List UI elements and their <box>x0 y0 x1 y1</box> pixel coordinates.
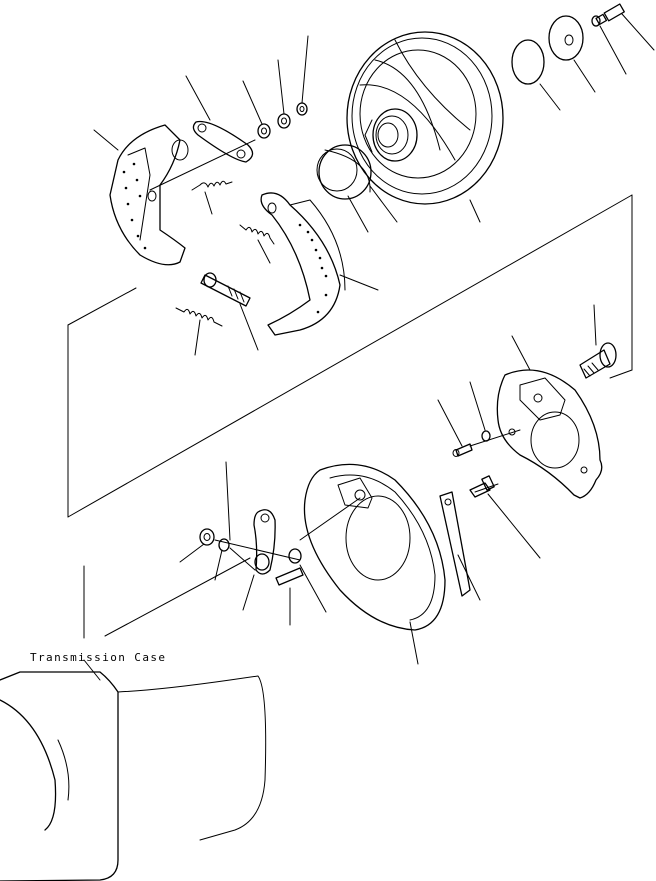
brake-cover-disc <box>303 463 446 631</box>
leader-lines <box>83 13 655 681</box>
transmission-case-label: Transmission Case <box>30 651 166 664</box>
lever-bolt <box>275 567 304 586</box>
transmission-case <box>0 671 267 881</box>
return-spring-upper <box>191 180 233 191</box>
small-nut-1 <box>257 123 271 139</box>
release-lever <box>439 491 471 597</box>
retainer-plate <box>548 15 584 61</box>
lever-washer <box>218 538 230 552</box>
shoe-adjuster <box>200 272 251 307</box>
anchor-pin <box>579 342 617 379</box>
small-washer-1 <box>277 113 291 129</box>
link-plate <box>192 120 254 163</box>
brake-shoe-left <box>109 124 189 266</box>
hub-bolt <box>595 3 625 26</box>
return-spring-lower <box>175 307 223 327</box>
backing-plate <box>496 369 603 499</box>
brake-shoe-right <box>260 192 346 336</box>
small-pin <box>452 443 473 457</box>
assembly-boundary <box>67 194 633 518</box>
lever-bushing <box>288 548 302 564</box>
lock-washer <box>591 15 601 27</box>
seal-ring <box>316 144 372 200</box>
assembly-axis-lines <box>104 139 521 637</box>
small-washer-2 <box>296 102 308 116</box>
brake-lever <box>253 509 276 575</box>
dust-cap <box>511 39 545 85</box>
brake-drum <box>346 31 504 205</box>
lever-nut <box>199 528 215 546</box>
return-spring-middle <box>239 224 275 245</box>
plate-bolt <box>469 475 495 498</box>
